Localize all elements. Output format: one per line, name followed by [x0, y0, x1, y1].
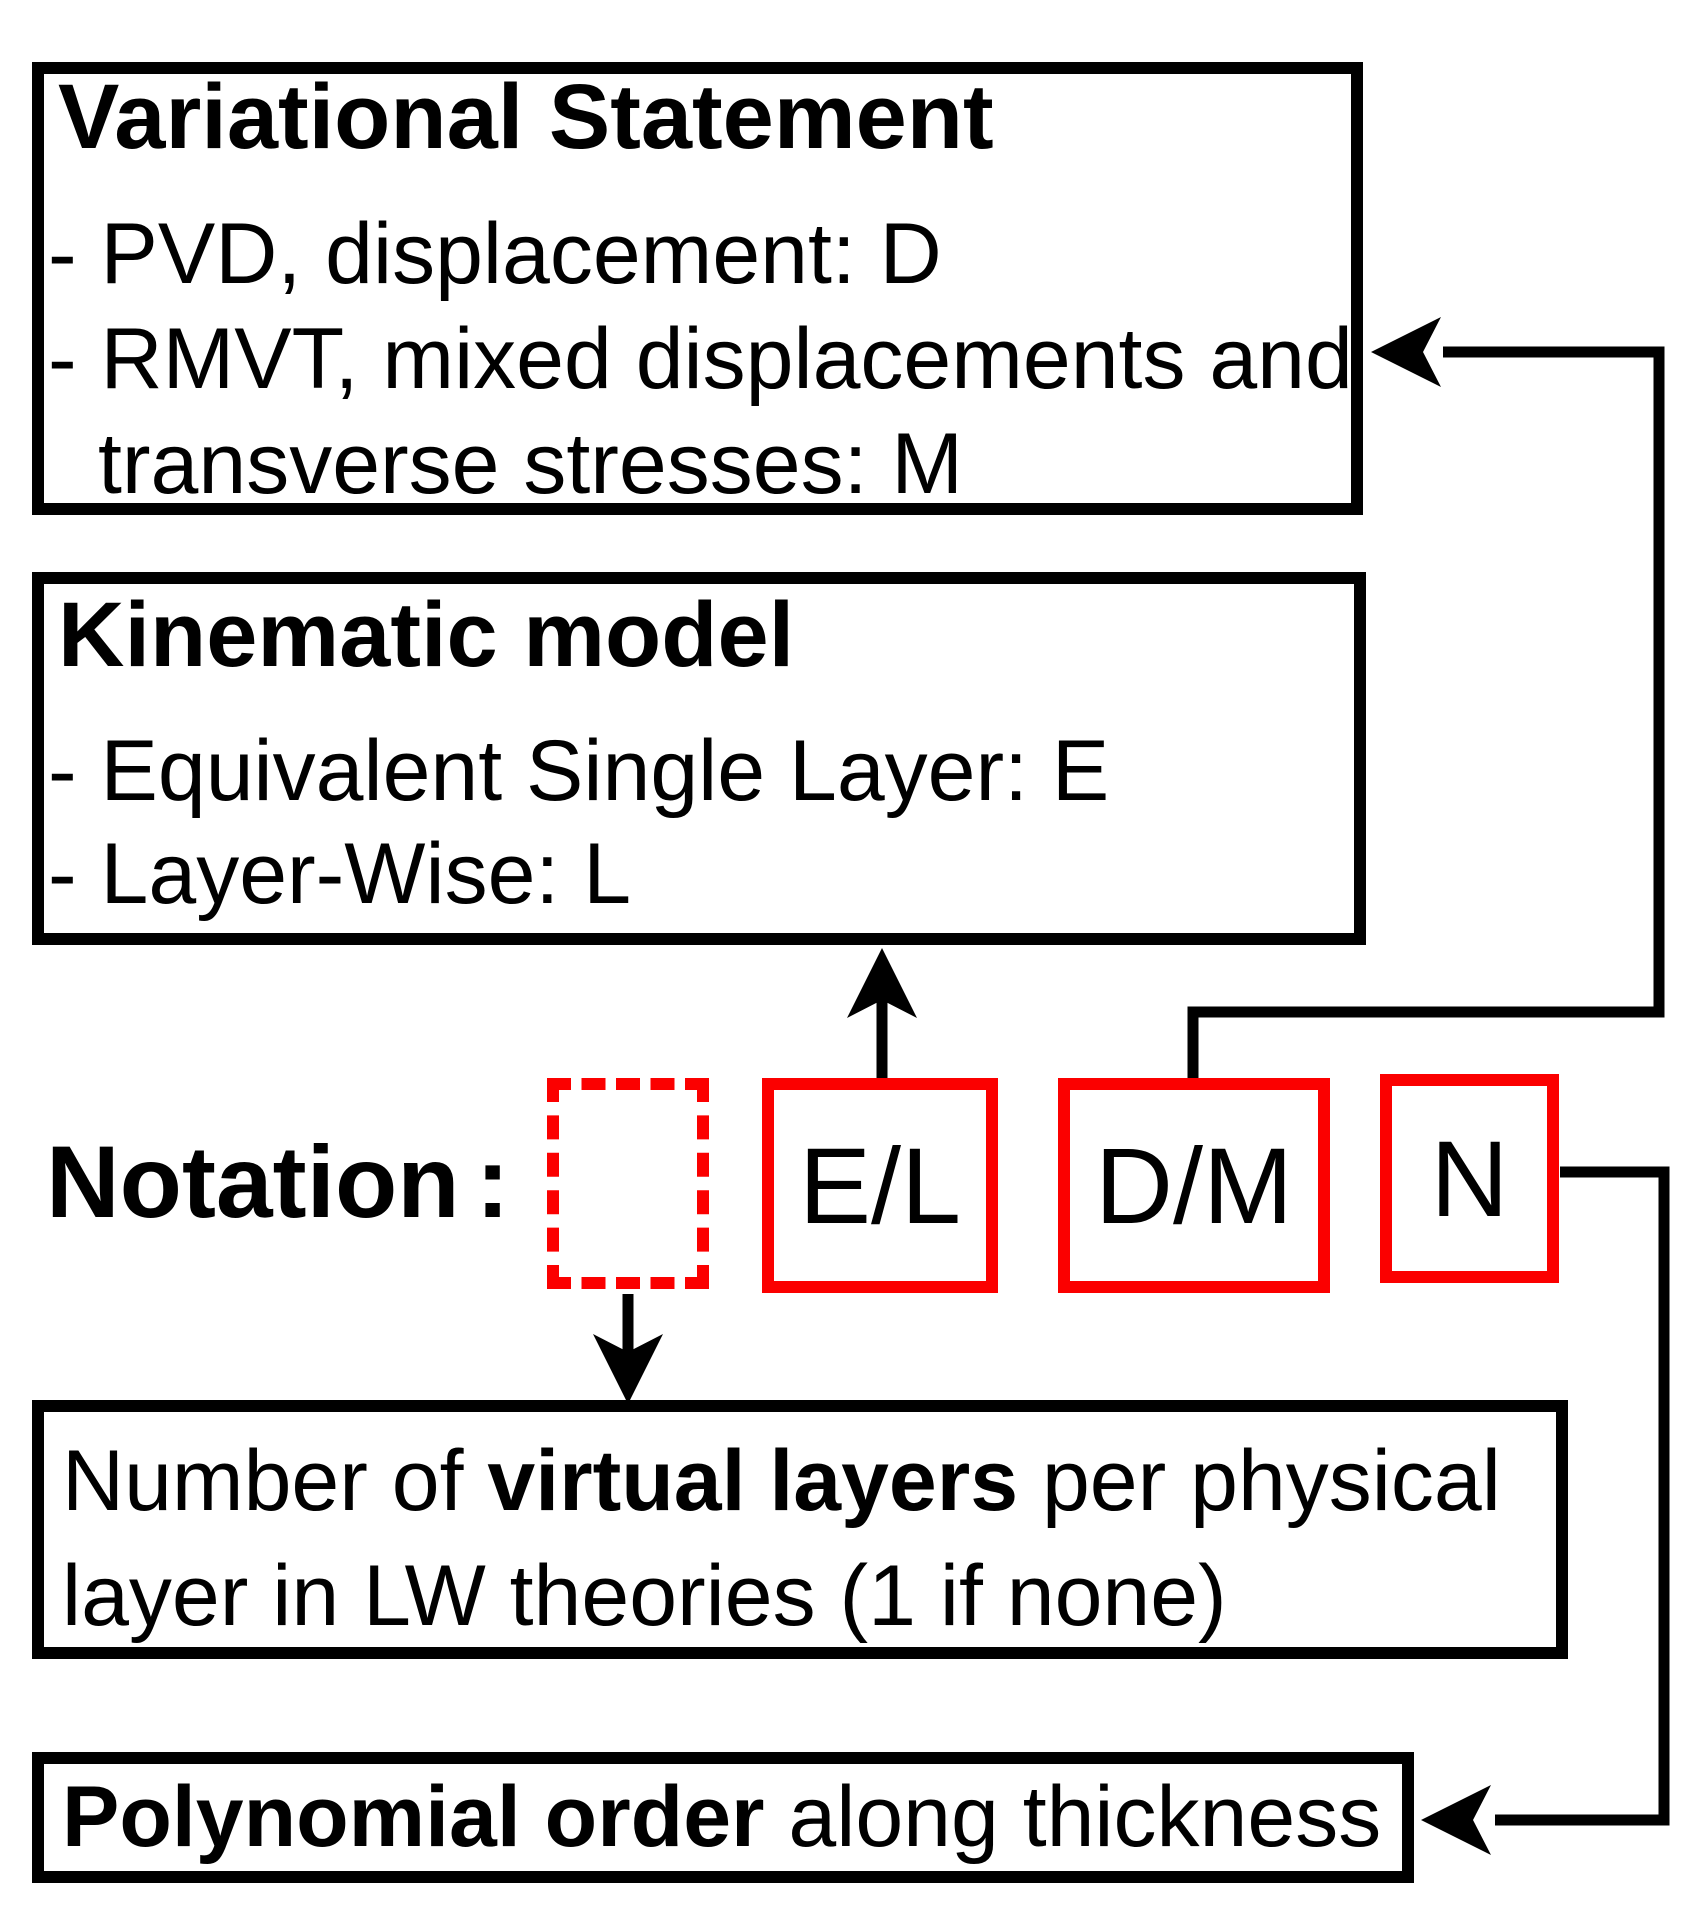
- kinematic-model-title: Kinematic model: [58, 584, 795, 686]
- kinematic-model-items: - Equivalent Single Layer: E - Layer-Wis…: [48, 720, 1350, 926]
- variational-statement-items: - PVD, displacement: D - RMVT, mixed dis…: [48, 202, 1353, 517]
- item-esl: - Equivalent Single Layer: E: [48, 723, 1110, 819]
- polynomial-order-bold: Polynomial order: [62, 1769, 765, 1865]
- connector-kinematic: [847, 948, 917, 1082]
- notation-word: Notation: [46, 1125, 460, 1239]
- order-slot: N: [1380, 1074, 1559, 1283]
- virtual-layers-line1: Number of virtual layers per physical: [62, 1424, 1550, 1539]
- arrow-up-head: [847, 948, 917, 1018]
- connector-virtual-layers: [593, 1294, 663, 1404]
- variational-slot: D/M: [1058, 1078, 1330, 1293]
- polynomial-order-box: Polynomial order along thickness: [32, 1752, 1414, 1883]
- virtual-layers-line1-post: per physical: [1018, 1433, 1501, 1529]
- arrow-left-head: [1421, 1785, 1491, 1855]
- variational-slot-label: D/M: [1095, 1125, 1293, 1246]
- virtual-layers-slot: [547, 1078, 709, 1289]
- virtual-layers-line2: layer in LW theories (1 if none): [62, 1548, 1227, 1644]
- kinematic-slot: E/L: [762, 1078, 998, 1293]
- order-slot-label: N: [1430, 1118, 1509, 1239]
- polynomial-order-line: Polynomial order along thickness: [62, 1768, 1381, 1867]
- variational-statement-title: Variational Statement: [58, 66, 994, 168]
- polynomial-order-rest: along thickness: [764, 1769, 1382, 1865]
- notation-label: Notation:: [46, 1122, 510, 1242]
- kinematic-slot-label: E/L: [798, 1125, 962, 1246]
- virtual-layers-box: Number of virtual layers per physical la…: [32, 1400, 1568, 1659]
- item-rmvt-continued: transverse stresses: M: [98, 416, 963, 512]
- kinematic-model-box: Kinematic model - Equivalent Single Laye…: [32, 572, 1366, 945]
- item-rmvt: - RMVT, mixed displacements and: [48, 311, 1353, 407]
- variational-statement-box: Variational Statement - PVD, displacemen…: [32, 62, 1363, 515]
- notation-colon: :: [475, 1125, 510, 1239]
- virtual-layers-line1-bold: virtual layers: [487, 1433, 1019, 1529]
- virtual-layers-line1-pre: Number of: [62, 1433, 488, 1529]
- item-pvd: - PVD, displacement: D: [48, 206, 942, 302]
- item-lw: - Layer-Wise: L: [48, 826, 632, 922]
- arrow-left-head: [1371, 317, 1441, 387]
- arrow-down-head: [593, 1334, 663, 1404]
